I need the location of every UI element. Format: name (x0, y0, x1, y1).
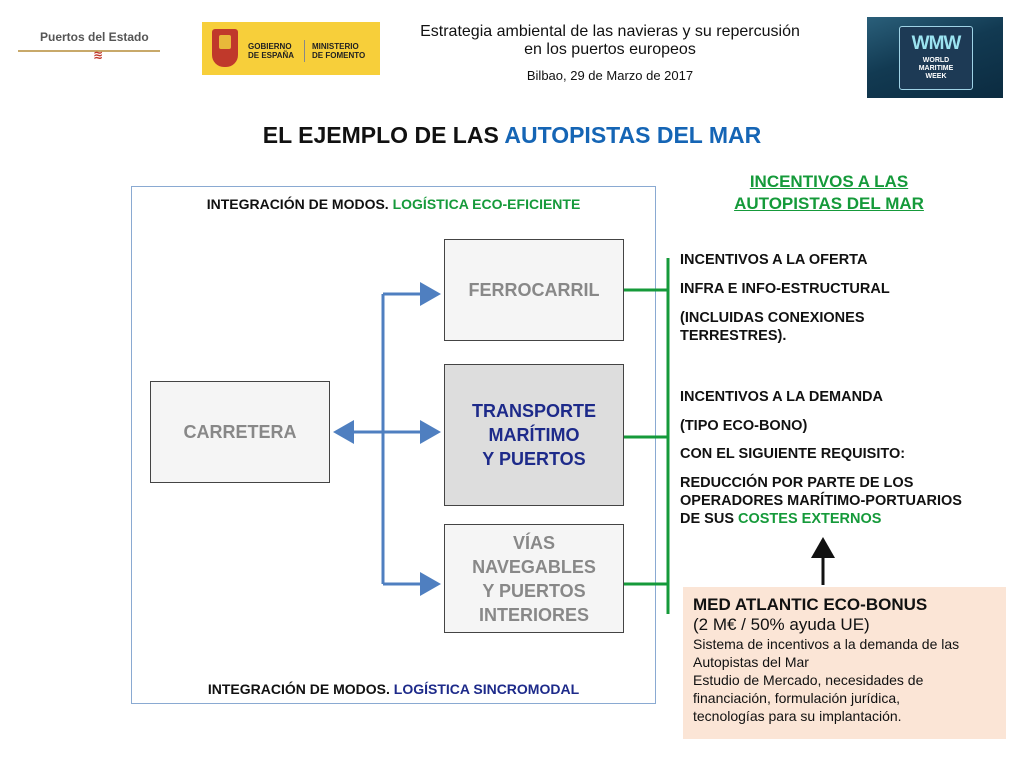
transporte-maritimo-box: TRANSPORTE MARÍTIMO Y PUERTOS (444, 364, 624, 506)
incentives-title: INCENTIVOS A LAS AUTOPISTAS DEL MAR (734, 172, 924, 213)
gobierno-text: GOBIERNO DE ESPAÑA (248, 42, 295, 60)
infra-text: INFRA E INFO-ESTRUCTURAL (680, 281, 890, 297)
eco-bonus-box: MED ATLANTIC ECO-BONUS (2 M€ / 50% ayuda… (683, 587, 1006, 739)
eco-bonus-subtitle: (2 M€ / 50% ayuda UE) (693, 615, 870, 634)
event-date: Bilbao, 29 de Marzo de 2017 (526, 68, 694, 83)
wmw-badge: WMW WORLD MARITIME WEEK (899, 26, 973, 90)
vias-navegables-box: VÍAS NAVEGABLES Y PUERTOS INTERIORES (444, 524, 624, 633)
carretera-box: CARRETERA (150, 381, 330, 483)
coat-of-arms-icon (212, 29, 238, 67)
ministerio-text: MINISTERIO DE FOMENTO (312, 42, 366, 60)
eco-bonus-description: Sistema de incentivos a la demanda de la… (693, 636, 960, 670)
gobierno-espana-logo: GOBIERNO DE ESPAÑA MINISTERIO DE FOMENTO (202, 22, 380, 75)
incentivos-oferta-heading: INCENTIVOS A LA OFERTA (680, 252, 868, 268)
wmw-name: WORLD MARITIME WEEK (918, 57, 954, 80)
puertos-del-estado-text: Puertos del Estado (40, 30, 149, 44)
requisito-text: CON EL SIGUIENTE REQUISITO: (680, 446, 906, 462)
eco-bonus-title: MED ATLANTIC ECO-BONUS (693, 595, 928, 614)
incentivos-demanda-heading: INCENTIVOS A LA DEMANDA (680, 389, 883, 405)
tipo-ecobono-text: (TIPO ECO-BONO) (680, 418, 808, 434)
diagram-bottom-label: INTEGRACIÓN DE MODOS. LOGÍSTICA SINCROMO… (207, 681, 580, 697)
puertos-del-estado-logo: Puertos del Estado ≋ (18, 30, 160, 64)
diagram-frame (131, 186, 656, 704)
slide-title: EL EJEMPLO DE LAS AUTOPISTAS DEL MAR (262, 122, 762, 148)
event-title: Estrategia ambiental de las navieras y s… (420, 23, 800, 58)
ferrocarril-box: FERROCARRIL (444, 239, 624, 341)
logo-mark-icon: ≋ (93, 48, 104, 62)
diagram-top-label: INTEGRACIÓN DE MODOS. LOGÍSTICA ECO-EFIC… (206, 196, 581, 212)
incluidas-text: (INCLUIDAS CONEXIONES TERRESTRES). (680, 310, 865, 344)
world-maritime-week-logo: WMW WORLD MARITIME WEEK (867, 17, 1003, 98)
logo-underline (18, 50, 160, 52)
reduccion-text: REDUCCIÓN POR PARTE DE LOS OPERADORES MA… (680, 475, 962, 527)
wmw-acronym: WMW (911, 33, 962, 54)
logo-divider (304, 40, 305, 62)
eco-bonus-study: Estudio de Mercado, necesidades de finan… (693, 672, 924, 724)
